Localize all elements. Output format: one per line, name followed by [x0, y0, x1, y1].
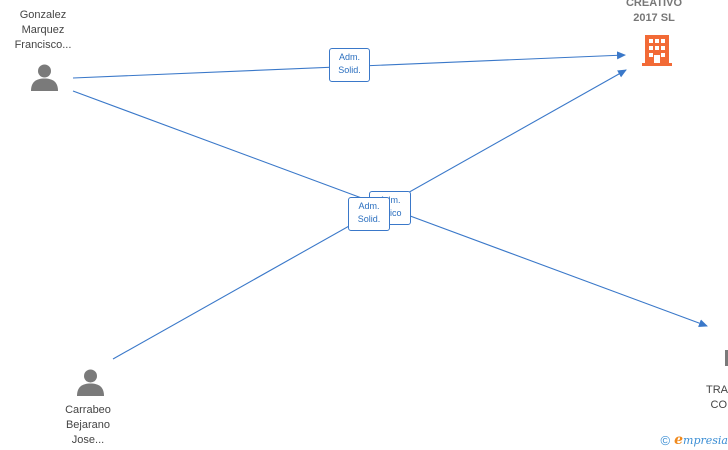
- person-carrabeo-label[interactable]: Carrabeo Bejarano Jose...: [65, 404, 111, 446]
- footer-brand: © e mpresia: [661, 432, 728, 448]
- building-icon[interactable]: [641, 33, 673, 67]
- edge-label-adm-solid[interactable]: Adm. Solid.: [348, 197, 390, 231]
- building-icon[interactable]: [723, 348, 728, 366]
- brand-logo-e: e: [674, 432, 684, 448]
- person-icon[interactable]: [76, 368, 105, 397]
- brand-logo-text: mpresia: [683, 433, 728, 447]
- edge-label-adm-solid[interactable]: Adm. Solid.: [329, 48, 370, 82]
- person-icon[interactable]: [30, 63, 59, 92]
- copyright-icon: ©: [660, 432, 671, 448]
- company-tra-label[interactable]: TRA CO: [706, 384, 728, 411]
- company-creativo-label[interactable]: CREATIVO 2017 SL: [625, 0, 683, 24]
- person-gonzalez-label[interactable]: Gonzalez Marquez Francisco...: [14, 9, 72, 51]
